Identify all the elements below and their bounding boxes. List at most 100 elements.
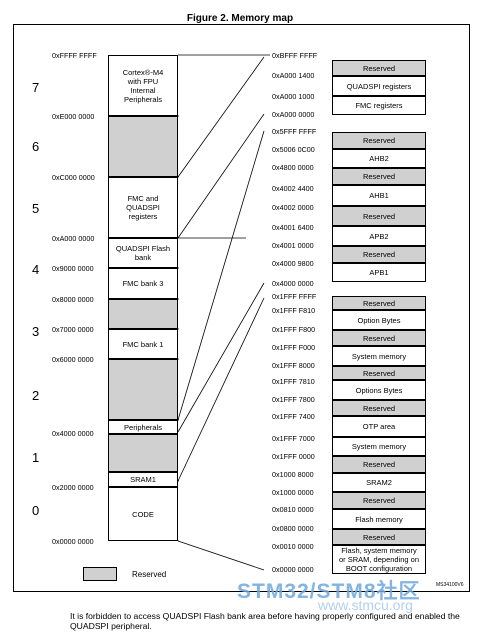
block-text: BOOT configuration (345, 564, 413, 573)
address-label: 0xA000 0000 (52, 234, 95, 243)
block-text: SRAM2 (366, 478, 392, 487)
block-text: APB1 (369, 268, 389, 277)
reserved-block: Reserved (332, 492, 426, 509)
reserved-block: Reserved (332, 168, 426, 185)
address-label: 0x2000 0000 (52, 483, 94, 492)
block-text: FMC bank 3 (122, 279, 164, 288)
address-label: 0x1FFF 7810 (272, 377, 315, 386)
address-label: 0x0010 0000 (272, 542, 314, 551)
figure-code: MS34100V6 (436, 582, 464, 588)
block-text: System memory (351, 351, 407, 361)
block-text: CODE (132, 509, 154, 519)
diagram-frame (13, 24, 470, 592)
address-label: 0x4002 4400 (272, 184, 314, 193)
fmc-quadspi-registers-block: FMC and QUADSPI registers (108, 177, 178, 238)
reserved-block: Reserved (332, 60, 426, 76)
block-text: Peripherals (124, 94, 162, 104)
reserved-block (108, 434, 178, 472)
watermark-url: www.stmcu.org (318, 597, 413, 613)
address-label: 0x1FFF FFFF (272, 292, 317, 301)
block-text: Reserved (362, 298, 396, 308)
block-text: Reserved (362, 136, 396, 145)
block-text: Reserved (362, 172, 396, 181)
block-text: QUADSPI (126, 203, 160, 212)
address-label: 0x4000 0000 (272, 279, 314, 288)
block-text: or SRAM, depending on (338, 555, 420, 564)
address-label: 0xA000 0000 (272, 110, 315, 119)
address-label: 0x4000 9800 (272, 259, 314, 268)
block-text: FMC registers (355, 101, 403, 110)
reserved-block: Reserved (332, 330, 426, 346)
block-text: Options Bytes (355, 385, 403, 395)
peripherals-block: Peripherals (108, 420, 178, 434)
quadspi-registers-block: QUADSPI registers (332, 76, 426, 96)
address-label: 0x5006 0C00 (272, 145, 315, 154)
ahb1-block: AHB1 (332, 185, 426, 206)
address-label: 0x4800 0000 (272, 163, 314, 172)
address-label: 0x5FFF FFFF (272, 127, 317, 136)
block-text: System memory (351, 442, 407, 451)
reserved-block (108, 299, 178, 329)
reserved-block (108, 359, 178, 420)
reserved-block: Reserved (332, 296, 426, 310)
sram1-block: SRAM1 (108, 472, 178, 487)
block-text: FMC and (127, 194, 159, 203)
region-number: 7 (32, 80, 40, 95)
address-label: 0x0000 0000 (272, 565, 314, 574)
address-label: 0x1FFF 8000 (272, 361, 315, 370)
address-label: 0xBFFF FFFF (272, 51, 318, 60)
block-text: Flash, system memory (341, 546, 417, 555)
flash-memory-block: Flash memory (332, 509, 426, 529)
block-text: OTP area (362, 422, 396, 431)
block-text: Reserved (362, 333, 396, 343)
reserved-block (108, 116, 178, 177)
address-label: 0x0800 0000 (272, 524, 314, 533)
region-number: 5 (32, 201, 40, 216)
block-text: QUADSPI registers (346, 81, 412, 91)
fmc-bank1-block: FMC bank 1 (108, 329, 178, 359)
address-label: 0xFFFF FFFF (52, 51, 97, 60)
address-label: 0x1FFF F000 (272, 343, 316, 352)
address-label: 0x1FFF 7400 (272, 412, 315, 421)
block-text: Reserved (362, 496, 396, 505)
reserved-block: Reserved (332, 529, 426, 545)
address-label: 0x4001 0000 (272, 241, 314, 250)
address-label: 0x1FFF 0000 (272, 452, 315, 461)
code-block: CODE (108, 487, 178, 541)
address-label: 0x4001 6400 (272, 223, 314, 232)
region-number: 4 (32, 262, 40, 277)
address-label: 0x7000 0000 (52, 325, 94, 334)
footnote: It is forbidden to access QUADSPI Flash … (70, 611, 460, 631)
cortex-peripherals-block: Cortex®-M4 with FPU Internal Peripherals (108, 55, 178, 116)
address-label: 0x0000 0000 (52, 537, 94, 546)
sram2-block: SRAM2 (332, 473, 426, 492)
block-text: Reserved (362, 460, 396, 469)
reserved-block: Reserved (332, 206, 426, 226)
block-text: Reserved (362, 532, 396, 542)
region-number: 2 (32, 388, 40, 403)
system-memory-block: System memory (332, 437, 426, 456)
block-text: Reserved (362, 63, 396, 73)
watermark-text: STM32/STM8社区 (237, 580, 421, 603)
address-label: 0xC000 0000 (52, 173, 95, 182)
block-text: Reserved (362, 250, 396, 259)
block-text: bank (134, 253, 152, 262)
address-label: 0x6000 0000 (52, 355, 94, 364)
block-text: FMC bank 1 (122, 339, 164, 349)
block-text: registers (128, 212, 158, 221)
block-text: Reserved (362, 403, 396, 413)
otp-area-block: OTP area (332, 416, 426, 437)
legend-swatch (83, 567, 117, 581)
apb1-block: APB1 (332, 263, 426, 282)
option-bytes-block: Option Bytes (332, 310, 426, 330)
block-text: APB2 (369, 231, 389, 241)
address-label: 0xA000 1000 (272, 92, 315, 101)
address-label: 0x8000 0000 (52, 295, 94, 304)
address-label: 0x4000 0000 (52, 429, 94, 438)
block-text: Reserved (362, 368, 396, 378)
options-bytes-block: Options Bytes (332, 380, 426, 400)
region-number: 1 (32, 450, 40, 465)
block-text: AHB1 (369, 191, 389, 200)
address-label: 0x1000 8000 (272, 470, 314, 479)
